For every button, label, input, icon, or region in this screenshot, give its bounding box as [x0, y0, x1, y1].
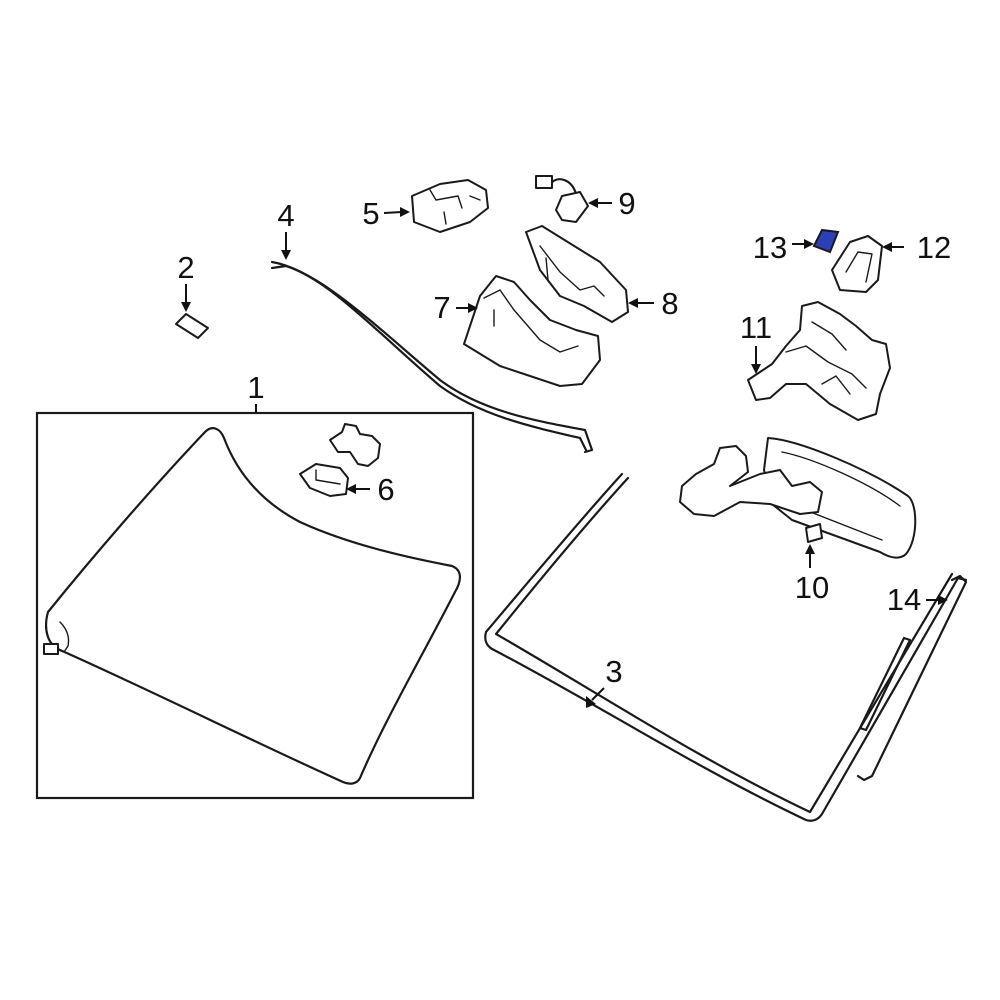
- mirror-stem: [805, 523, 823, 543]
- callout-9-number: 9: [618, 186, 635, 221]
- callout-10-number: 10: [795, 570, 829, 605]
- harness-wire: [550, 178, 578, 196]
- side-molding-a: [856, 574, 968, 782]
- bracket-upper: [329, 423, 381, 467]
- callout-10: 10: [795, 544, 829, 605]
- mirror-housing: [763, 437, 917, 559]
- molding-outer: [484, 472, 968, 822]
- part-7-cover-front[interactable]: [463, 275, 601, 387]
- part-1-windshield[interactable]: [35, 411, 475, 800]
- harness-plug: [535, 175, 553, 189]
- molding-inner: [494, 476, 954, 814]
- callout-1: 1: [247, 370, 265, 413]
- part-6-sensor-bracket[interactable]: [299, 423, 381, 497]
- molding-upper-inner: [270, 264, 588, 452]
- callout-6-number: 6: [377, 472, 394, 507]
- callout-5-number: 5: [362, 196, 379, 231]
- cover-12-detail: [845, 251, 873, 283]
- callout-11: 11: [740, 310, 772, 374]
- side-molding-b: [858, 636, 912, 732]
- bracket-11-body: [747, 301, 891, 421]
- bracket-lower: [299, 463, 349, 497]
- part-12-cover[interactable]: [831, 235, 883, 293]
- harness-clip: [555, 191, 589, 223]
- part-8-cover-rear[interactable]: [525, 225, 629, 323]
- cover-rear-body: [525, 225, 629, 323]
- part-14-side-molding[interactable]: [856, 574, 968, 782]
- callout-14: 14: [887, 582, 948, 617]
- callout-14-number: 14: [887, 582, 921, 617]
- mount-body: [411, 179, 489, 233]
- pad-shape: [175, 313, 209, 339]
- callout-1-number: 1: [247, 370, 264, 405]
- callout-5: 5: [362, 196, 410, 231]
- mirror-harness: [679, 445, 823, 517]
- part-9-harness[interactable]: [535, 175, 589, 223]
- callout-2: 2: [177, 250, 195, 312]
- part-2-pad[interactable]: [175, 313, 209, 339]
- callout-3: 3: [586, 654, 623, 708]
- part-10-mirror[interactable]: [679, 437, 917, 559]
- part-13-pad[interactable]: [812, 228, 840, 254]
- callout-8-number: 8: [661, 286, 678, 321]
- cover-rear-detail: [539, 245, 605, 297]
- bracket-lower-detail: [315, 469, 341, 485]
- windshield-harness: [57, 621, 70, 653]
- callout-8: 8: [628, 286, 679, 321]
- part-5-mount-bracket[interactable]: [411, 179, 489, 233]
- cover-12-body: [831, 235, 883, 293]
- callout-7-number: 7: [433, 290, 450, 325]
- callout-2-number: 2: [177, 250, 194, 285]
- part-3-molding[interactable]: [484, 472, 968, 822]
- windshield-connector: [43, 643, 59, 655]
- callout-7: 7: [433, 290, 478, 325]
- callout-6: 6: [346, 472, 395, 507]
- callout-12: 12: [882, 230, 951, 265]
- callout-4: 4: [277, 198, 295, 260]
- part-13-shape: [812, 228, 840, 254]
- callout-13-number: 13: [753, 230, 787, 265]
- windshield-glass: [44, 427, 461, 785]
- callout-12-number: 12: [917, 230, 951, 265]
- part-11-bracket[interactable]: [747, 301, 891, 421]
- callout-13: 13: [753, 230, 814, 265]
- callout-9: 9: [588, 186, 636, 221]
- callout-4-number: 4: [277, 198, 294, 233]
- mount-detail: [429, 189, 481, 225]
- callout-3-number: 3: [605, 654, 622, 689]
- cover-front-detail: [483, 289, 579, 353]
- callout-11-number: 11: [740, 310, 772, 345]
- bracket-11-detail: [785, 321, 867, 395]
- part-4-upper-molding[interactable]: [270, 260, 594, 454]
